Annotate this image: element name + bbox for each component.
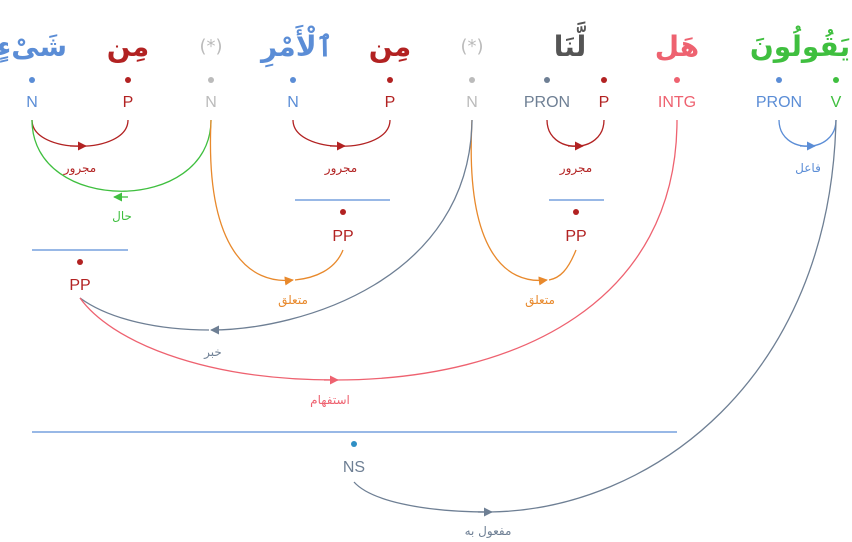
phrase-dot-3 xyxy=(77,259,83,265)
word-min-2: مِن xyxy=(369,30,412,63)
arc-majrur-3 xyxy=(546,119,605,147)
label-mutaallaq-2: متعلق xyxy=(525,293,555,308)
arc-istifham xyxy=(79,119,678,381)
tag-p-1: P xyxy=(123,94,134,111)
arc-mutaallaq-1 xyxy=(209,119,294,286)
arc-mutaallaq-2 xyxy=(470,119,548,286)
word-lana: لَّنَا xyxy=(554,21,587,63)
tag-pron-1: PRON xyxy=(524,94,570,111)
tag-intg: INTG xyxy=(658,94,696,111)
arc-mutaallaq-1-b xyxy=(294,249,344,281)
label-mutaallaq-1: متعلق xyxy=(278,293,308,308)
label-majrur-2: مجرور xyxy=(324,161,357,176)
label-majrur-3: مجرور xyxy=(559,161,592,176)
arc-khabar-a xyxy=(210,119,473,335)
word-shay: شَىْءٍ xyxy=(0,30,67,63)
word-hal: هَل xyxy=(655,30,699,63)
label-khabar: خبر xyxy=(203,345,222,360)
arc-hal xyxy=(31,119,212,192)
label-hal: حال xyxy=(112,209,132,223)
arc-fail xyxy=(778,119,837,147)
phrase-dot-4 xyxy=(351,441,357,447)
token-dots xyxy=(29,77,839,83)
tag-n-3: N xyxy=(287,94,299,111)
word-hidden-2: (*) xyxy=(460,36,483,57)
phrase-pp-1: PP xyxy=(332,228,353,245)
phrase-dot-1 xyxy=(340,209,346,215)
phrase-pp-2: PP xyxy=(565,228,586,245)
arc-khabar-b xyxy=(79,297,210,331)
tag-n-4: N xyxy=(466,94,478,111)
word-min-1: مِن xyxy=(107,30,150,63)
tag-v: V xyxy=(831,94,842,111)
arc-majrur-1 xyxy=(31,119,129,147)
word-yaqulun: يَقُولُونَ xyxy=(750,26,850,63)
tag-n-1: N xyxy=(26,94,38,111)
label-mafool: مفعول به xyxy=(465,524,512,539)
phrase-dot-2 xyxy=(573,209,579,215)
phrase-ns: NS xyxy=(343,459,365,476)
label-fail: فاعل xyxy=(795,161,821,175)
word-alamr: ٱلْأَمْرِ xyxy=(259,24,333,68)
arc-majrur-2 xyxy=(292,119,391,147)
arc-mafool xyxy=(353,119,837,513)
phrase-pp-3: PP xyxy=(69,277,90,294)
word-hidden-1: (*) xyxy=(199,36,222,57)
tag-p-3: P xyxy=(599,94,610,111)
label-majrur-1: مجرور xyxy=(63,161,96,176)
arc-mutaallaq-2-b xyxy=(548,249,577,281)
tag-n-2: N xyxy=(205,94,217,111)
tag-p-2: P xyxy=(385,94,396,111)
tag-pron-2: PRON xyxy=(756,94,802,111)
label-istifham: استفهام xyxy=(310,393,350,407)
